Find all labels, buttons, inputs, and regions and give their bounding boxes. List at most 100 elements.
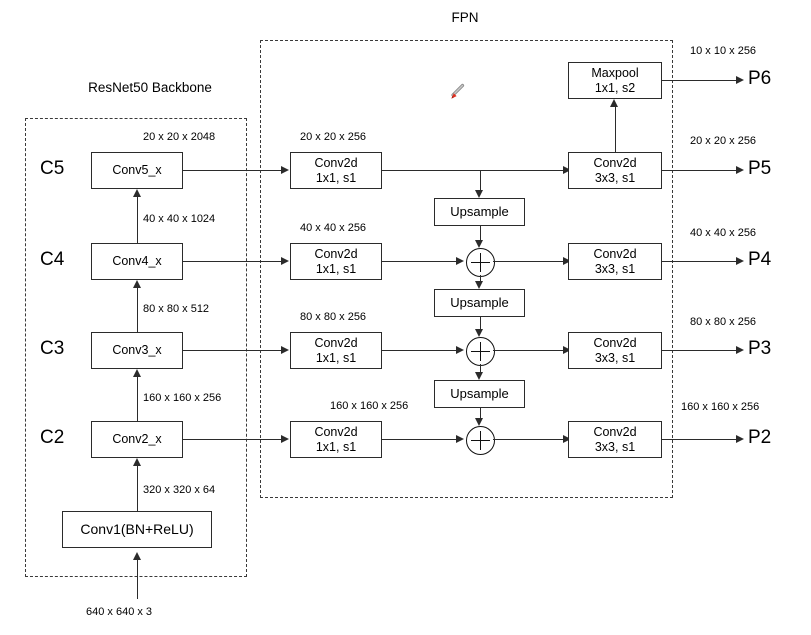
fpn-output-conv-p4[interactable]: Conv2d 3x3, s1: [568, 243, 662, 280]
dim-conv1-out: 320 x 320 x 64: [143, 484, 216, 496]
arrowhead-upsample2-to-add-p3: [475, 329, 483, 337]
arrowhead-lateral5-to-conv-p5: [563, 165, 571, 174]
edge-upsample3-to-add-p2: [479, 408, 481, 418]
plus-horizontal-bar: [471, 439, 490, 441]
arrowhead-conv4-to-conv5: [132, 189, 141, 197]
dim-p4: 40 x 40 x 256: [690, 227, 757, 239]
fpn-add-p2[interactable]: [466, 426, 495, 455]
edge-lateral5-to-upsample1: [479, 170, 481, 190]
edge-add-p4-to-conv-p4: [493, 261, 566, 262]
block-conv5x-label: Conv5_x: [112, 163, 162, 178]
block-conv3x-label: Conv3_x: [112, 343, 162, 358]
block-conv4x-label: Conv4_x: [112, 254, 162, 269]
fpn-lateral-conv-c3[interactable]: Conv2d 1x1, s1: [290, 332, 382, 369]
dim-p5: 20 x 20 x 256: [690, 135, 757, 147]
fpn-output-conv-p2-line2: 3x3, s1: [594, 439, 636, 454]
arrowhead-lateral2-to-add-p2: [456, 434, 464, 443]
fpn-output-conv-p5[interactable]: Conv2d 3x3, s1: [568, 152, 662, 189]
edge-conv-p5-to-p5: [662, 170, 738, 171]
arrowhead-add-p3-to-conv-p3: [563, 345, 571, 354]
edge-upsample2-to-add-p3: [479, 317, 481, 329]
edge-conv4-to-conv5: [137, 197, 138, 243]
fpn-output-conv-p3[interactable]: Conv2d 3x3, s1: [568, 332, 662, 369]
arrowhead-conv-p5-to-p5: [736, 165, 744, 174]
backbone-group-title: ResNet50 Backbone: [88, 80, 212, 95]
fpn-upsample-3[interactable]: Upsample: [434, 380, 525, 408]
block-conv3x[interactable]: Conv3_x: [91, 332, 183, 369]
block-conv1-bn-relu[interactable]: Conv1(BN+ReLU): [62, 511, 212, 548]
arrowhead-add-p4-to-upsample2: [475, 281, 483, 289]
block-conv5x[interactable]: Conv5_x: [91, 152, 183, 189]
edge-add-p3-to-upsample3: [479, 364, 481, 372]
block-conv1-label: Conv1(BN+ReLU): [80, 521, 194, 538]
dim-lateral-c4: 40 x 40 x 256: [300, 222, 367, 234]
arrowhead-c3-to-lateral3: [281, 345, 289, 354]
arrowhead-c2-to-lateral2: [281, 434, 289, 443]
output-label-p4: P4: [748, 249, 772, 270]
edge-maxpool-to-p6: [662, 80, 738, 81]
fpn-group-box: [260, 40, 673, 498]
plus-vertical-bar: [479, 253, 481, 272]
dim-p3: 80 x 80 x 256: [690, 316, 757, 328]
edge-add-p2-to-conv-p2: [493, 439, 566, 440]
arrowhead-add-p3-to-upsample3: [475, 372, 483, 380]
fpn-lateral-conv-c5-line1: Conv2d: [314, 155, 358, 170]
edge-lateral3-to-add-p3: [382, 350, 458, 351]
output-label-p5: P5: [748, 158, 772, 179]
plus-vertical-bar: [479, 342, 481, 361]
fpn-upsample-2-label: Upsample: [450, 295, 509, 311]
fpn-upsample-1-label: Upsample: [450, 204, 509, 220]
arrowhead-lateral4-to-add-p4: [456, 256, 464, 265]
output-label-p3: P3: [748, 338, 772, 359]
fpn-output-conv-p3-line2: 3x3, s1: [594, 350, 636, 365]
fpn-output-conv-p4-line1: Conv2d: [593, 246, 637, 261]
edge-c2-to-lateral2: [183, 439, 283, 440]
fpn-lateral-conv-c4[interactable]: Conv2d 1x1, s1: [290, 243, 382, 280]
edge-conv1-to-conv2: [137, 466, 138, 511]
edge-add-p4-to-upsample2: [479, 275, 481, 281]
fpn-maxpool-p6[interactable]: Maxpool 1x1, s2: [568, 62, 662, 99]
dim-lateral-c5: 20 x 20 x 256: [300, 131, 367, 143]
edge-lateral5-to-conv-p5: [382, 170, 566, 171]
arrowhead-conv-p4-to-p4: [736, 256, 744, 265]
block-conv2x[interactable]: Conv2_x: [91, 421, 183, 458]
arrowhead-conv2-to-conv3: [132, 369, 141, 377]
fpn-output-conv-p3-line1: Conv2d: [593, 335, 637, 350]
fpn-output-conv-p5-line2: 3x3, s1: [594, 170, 636, 185]
fpn-add-p3[interactable]: [466, 337, 495, 366]
arrowhead-conv-p5-to-maxpool: [610, 99, 618, 107]
fpn-lateral-conv-c5[interactable]: Conv2d 1x1, s1: [290, 152, 382, 189]
edge-lateral4-to-add-p4: [382, 261, 458, 262]
arrowhead-conv-p2-to-p2: [736, 434, 744, 443]
dim-p2: 160 x 160 x 256: [681, 401, 760, 413]
plus-horizontal-bar: [471, 261, 490, 263]
fpn-lateral-conv-c3-line2: 1x1, s1: [315, 350, 357, 365]
fpn-upsample-1[interactable]: Upsample: [434, 198, 525, 226]
arrowhead-maxpool-to-p6: [736, 75, 744, 84]
edge-conv-p3-to-p3: [662, 350, 738, 351]
fpn-lateral-conv-c2-line1: Conv2d: [314, 424, 358, 439]
fpn-output-conv-p2[interactable]: Conv2d 3x3, s1: [568, 421, 662, 458]
fpn-output-conv-p4-line2: 3x3, s1: [594, 261, 636, 276]
fpn-output-conv-p2-line1: Conv2d: [593, 424, 637, 439]
edge-add-p3-to-conv-p3: [493, 350, 566, 351]
fpn-lateral-conv-c3-line1: Conv2d: [314, 335, 358, 350]
fpn-group-title: FPN: [451, 10, 479, 25]
fpn-maxpool-p6-line1: Maxpool: [591, 65, 639, 80]
fpn-lateral-conv-c2[interactable]: Conv2d 1x1, s1: [290, 421, 382, 458]
edge-c5-to-lateral5: [183, 170, 283, 171]
block-conv4x[interactable]: Conv4_x: [91, 243, 183, 280]
arrowhead-upsample1-to-add-p4: [475, 240, 483, 248]
fpn-lateral-conv-c4-line2: 1x1, s1: [315, 261, 357, 276]
arrowhead-conv1-to-conv2: [132, 458, 141, 466]
arrowhead-c5-to-lateral5: [281, 165, 289, 174]
fpn-add-p4[interactable]: [466, 248, 495, 277]
dim-p6: 10 x 10 x 256: [690, 45, 757, 57]
dim-c2-out: 160 x 160 x 256: [143, 392, 222, 404]
fpn-upsample-2[interactable]: Upsample: [434, 289, 525, 317]
edge-c3-to-lateral3: [183, 350, 283, 351]
edge-conv2-to-conv3: [137, 377, 138, 421]
fpn-upsample-3-label: Upsample: [450, 386, 509, 402]
edge-c4-to-lateral4: [183, 261, 283, 262]
